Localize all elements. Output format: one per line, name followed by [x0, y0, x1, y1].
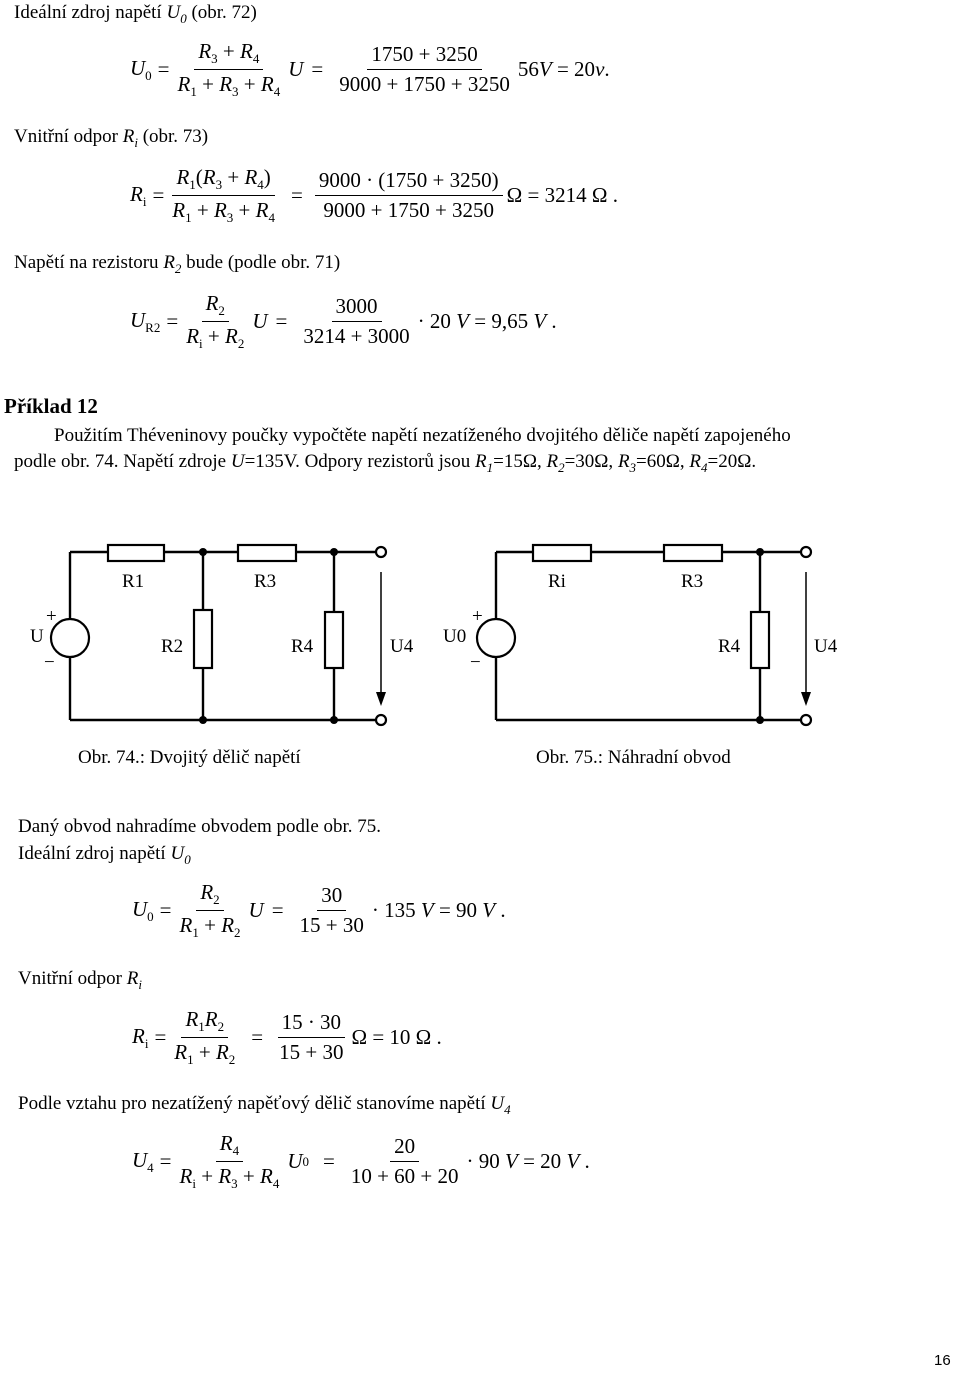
- label-minus: −: [44, 652, 55, 673]
- terminal-bottom: [799, 713, 813, 727]
- arrow-head-icon: [801, 692, 811, 706]
- task-line-1: Použitím Théveninovy poučky vypočtěte na…: [54, 425, 791, 446]
- voltage-source-u0: [475, 617, 517, 659]
- page-number: 16: [934, 1352, 951, 1369]
- resistor-r1: [106, 543, 166, 563]
- equation-ri-1: Ri= R1(R3 + R4)R1 + R3 + R4 = 9000 · (17…: [130, 165, 618, 226]
- resistor-ri: [531, 543, 593, 563]
- heading-internal-resistance-1: Vnitřní odpor Ri (obr. 73): [14, 126, 209, 150]
- resistor-r4: [323, 610, 345, 670]
- voltage-source-u: [49, 617, 91, 659]
- figure-74-double-divider: R1 R3 R2 R4 U + − U4: [30, 543, 414, 727]
- heading-divider-voltage: Podle vztahu pro nezatížený napěťový děl…: [18, 1093, 511, 1117]
- terminal-bottom: [374, 713, 388, 727]
- caption-figure-75: Obr. 75.: Náhradní obvod: [536, 747, 731, 768]
- example-title: Příklad 12: [4, 394, 98, 418]
- label-u0: U0: [443, 626, 466, 647]
- line-replace-circuit: Daný obvod nahradíme obvodem podle obr. …: [18, 816, 382, 837]
- label-r3: R3: [254, 571, 276, 592]
- label-u4: U4: [390, 636, 414, 657]
- heading-ideal-source-1: Ideální zdroj napětí U0 (obr. 72): [14, 2, 257, 26]
- label-minus: −: [470, 652, 481, 673]
- node-dot: [330, 548, 338, 556]
- label-plus: +: [472, 606, 483, 627]
- figure-75-equivalent-circuit: Ri R3 R4 U0 + − U4: [443, 543, 838, 727]
- node-dot: [199, 716, 207, 724]
- label-r4: R4: [291, 636, 314, 657]
- label-r3: R3: [681, 571, 703, 592]
- label-u4: U4: [814, 636, 838, 657]
- arrow-head-icon: [376, 692, 386, 706]
- label-u: U: [30, 626, 44, 647]
- label-r2: R2: [161, 636, 183, 657]
- terminal-top: [799, 545, 813, 559]
- caption-figure-74: Obr. 74.: Dvojitý dělič napětí: [78, 747, 301, 768]
- node-dot: [756, 716, 764, 724]
- heading-voltage-r2: Napětí na rezistoru R2 bude (podle obr. …: [14, 252, 341, 276]
- node-dot: [756, 548, 764, 556]
- resistor-r3: [236, 543, 298, 563]
- node-dot: [199, 548, 207, 556]
- resistor-r4: [749, 610, 771, 670]
- resistor-r2: [192, 608, 214, 670]
- heading-internal-resistance-2: Vnitřní odpor Ri: [18, 968, 142, 992]
- label-r1: R1: [122, 571, 144, 592]
- label-ri: Ri: [548, 571, 566, 592]
- node-dot: [330, 716, 338, 724]
- task-line-2: podle obr. 74. Napětí zdroje U=135V. Odp…: [14, 451, 757, 475]
- resistor-r3: [662, 543, 724, 563]
- label-r4: R4: [718, 636, 741, 657]
- heading-ideal-source-2: Ideální zdroj napětí U0: [18, 843, 191, 867]
- label-plus: +: [46, 606, 57, 627]
- terminal-top: [374, 545, 388, 559]
